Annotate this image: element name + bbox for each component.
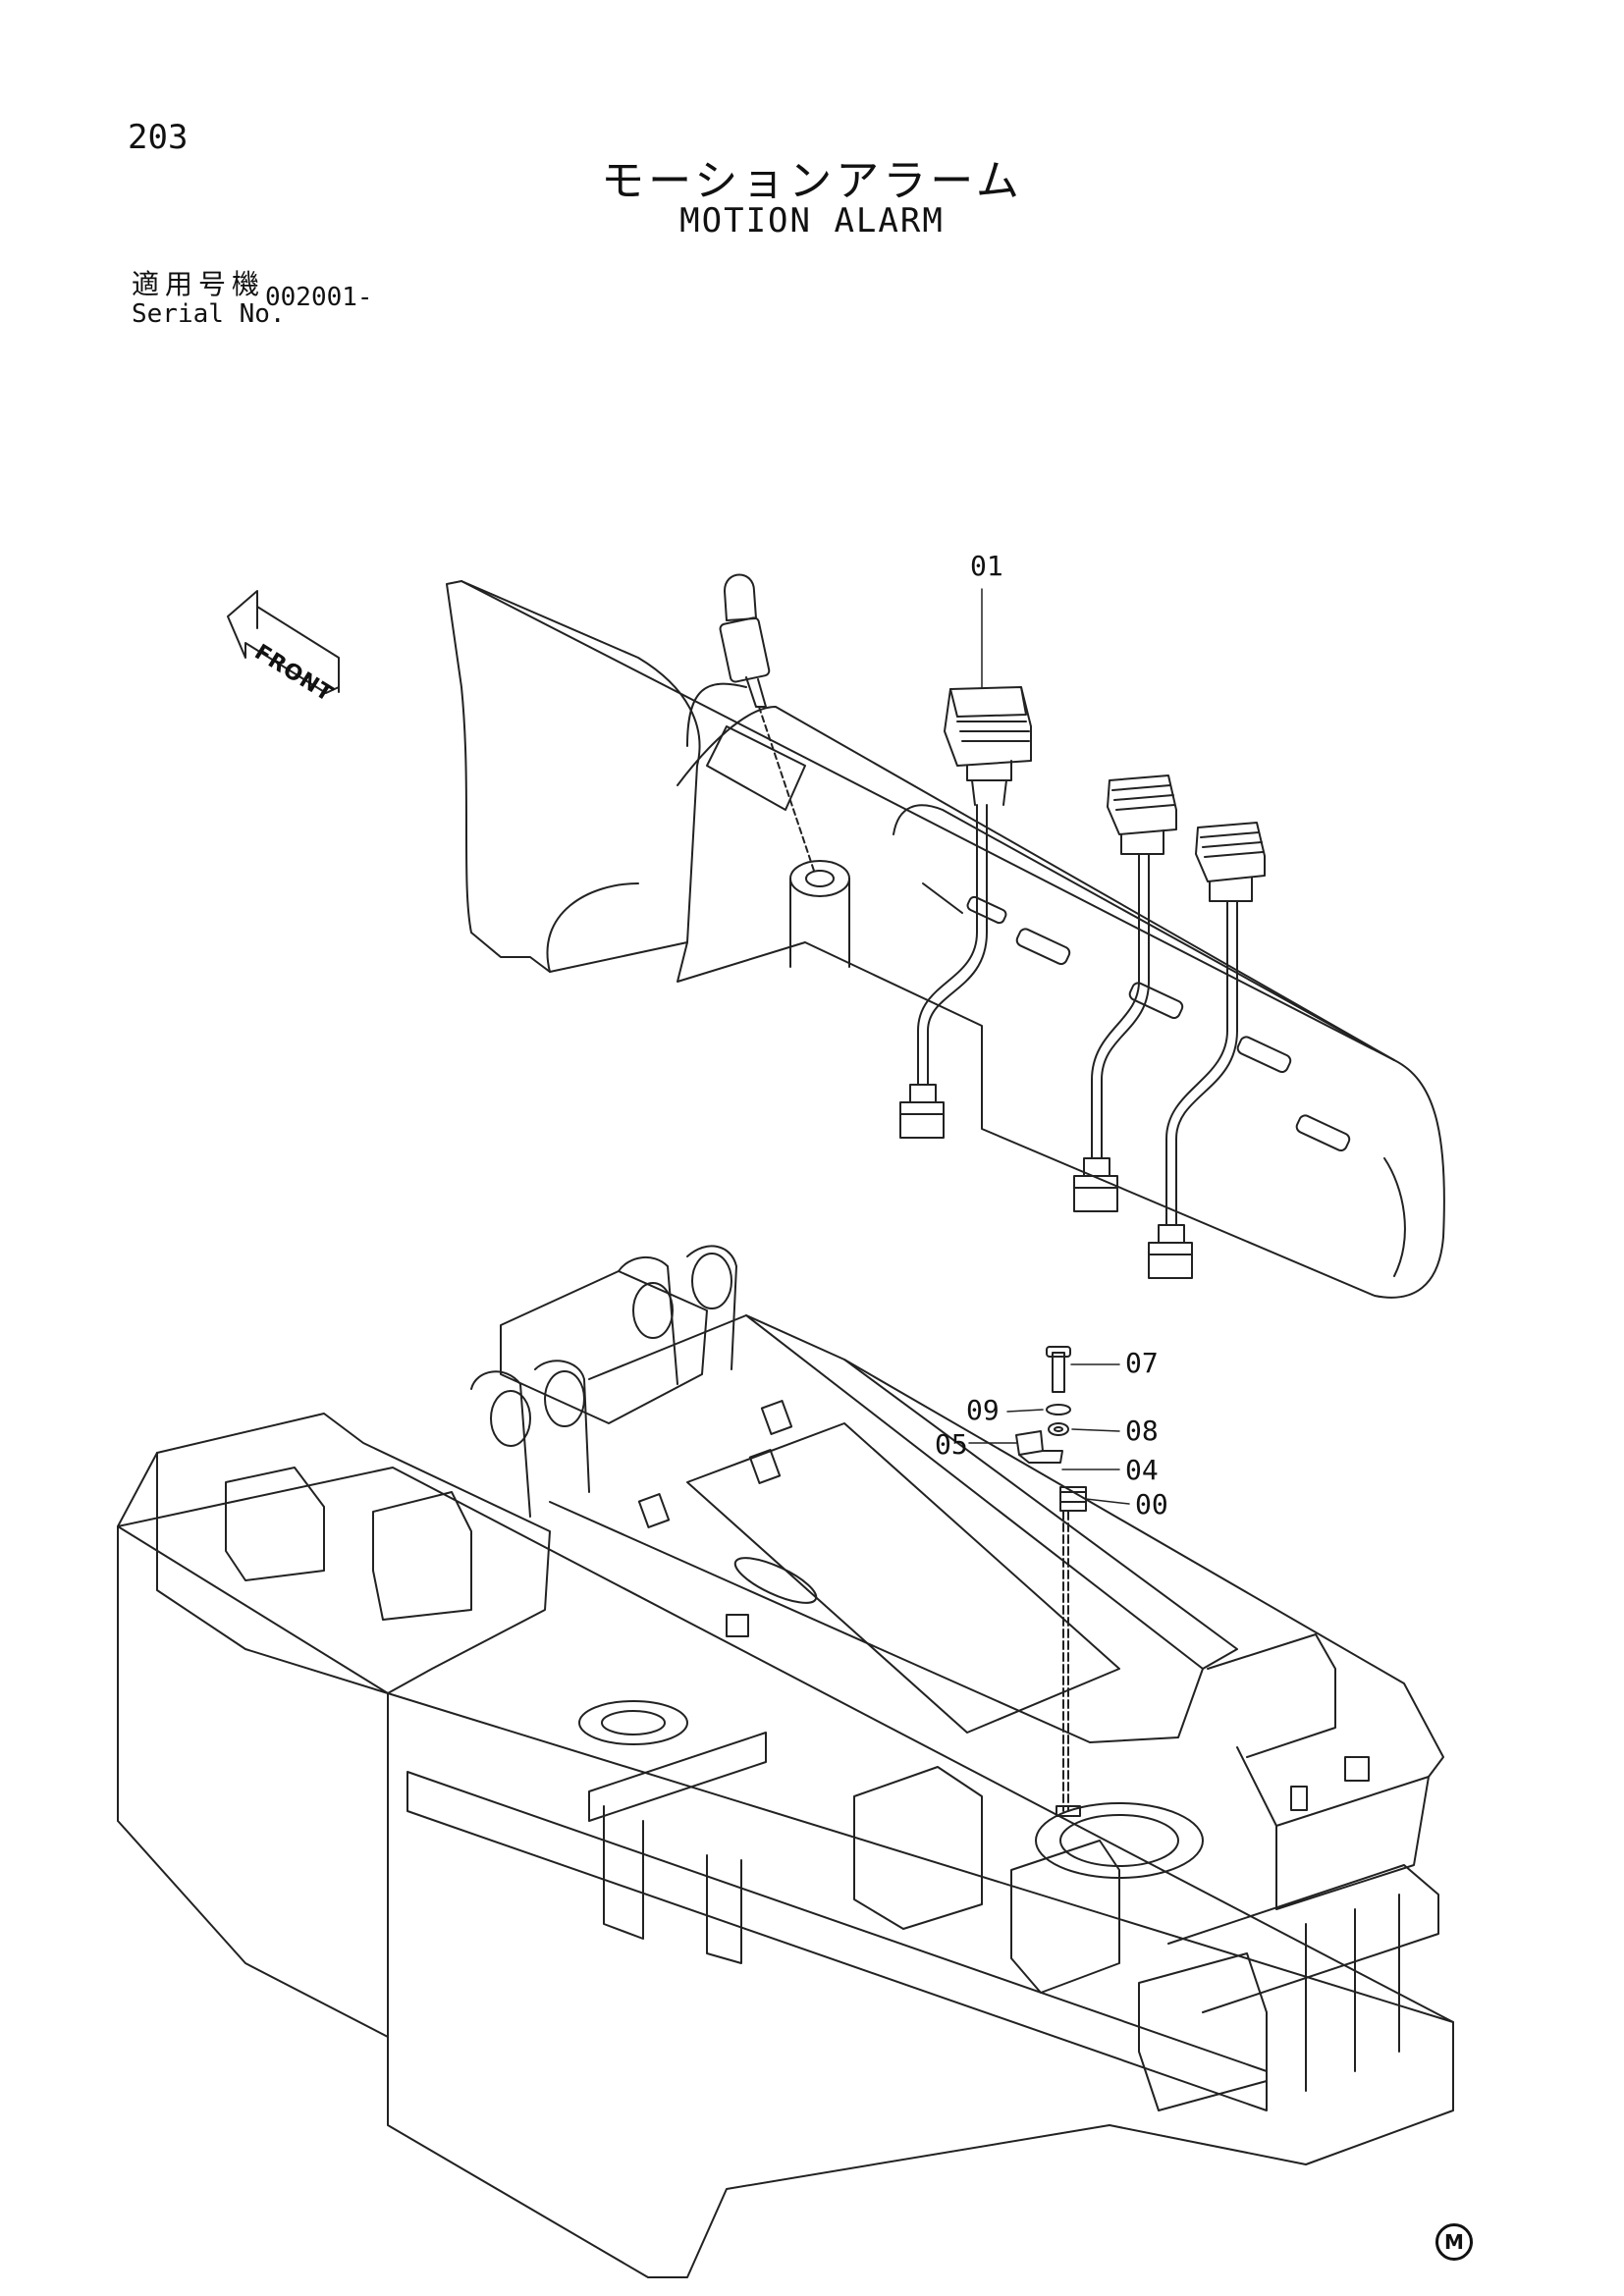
front-arrow-icon — [227, 590, 340, 694]
title-japanese: モーションアラーム — [601, 156, 1023, 206]
upper-frame — [117, 1245, 1454, 2278]
callout-04: 04 — [1125, 1454, 1159, 1486]
page-number: 203 — [128, 118, 189, 157]
callout-01: 01 — [970, 550, 1003, 582]
guard-body — [446, 580, 1445, 1299]
serial-number-value: 002001- — [265, 283, 373, 312]
alarm-switch-2 — [1073, 774, 1177, 1212]
proximity-sensor — [719, 573, 816, 875]
maker-mark-icon: M — [1435, 2223, 1473, 2261]
callout-07: 07 — [1125, 1347, 1159, 1379]
alarm-switch-01 — [899, 588, 1032, 1139]
serial-label-english: Serial No. — [132, 299, 286, 329]
callout-08: 08 — [1125, 1415, 1159, 1447]
leader-lines — [968, 1363, 1130, 1505]
callout-00: 00 — [1135, 1488, 1168, 1521]
callout-09: 09 — [966, 1394, 1000, 1426]
serial-label-japanese: 適用号機 — [132, 268, 266, 300]
sensor-bracket-assembly — [1015, 1346, 1087, 1817]
callout-05: 05 — [935, 1428, 968, 1461]
alarm-switch-3 — [1148, 822, 1266, 1279]
title-english: MOTION ALARM — [679, 201, 945, 240]
